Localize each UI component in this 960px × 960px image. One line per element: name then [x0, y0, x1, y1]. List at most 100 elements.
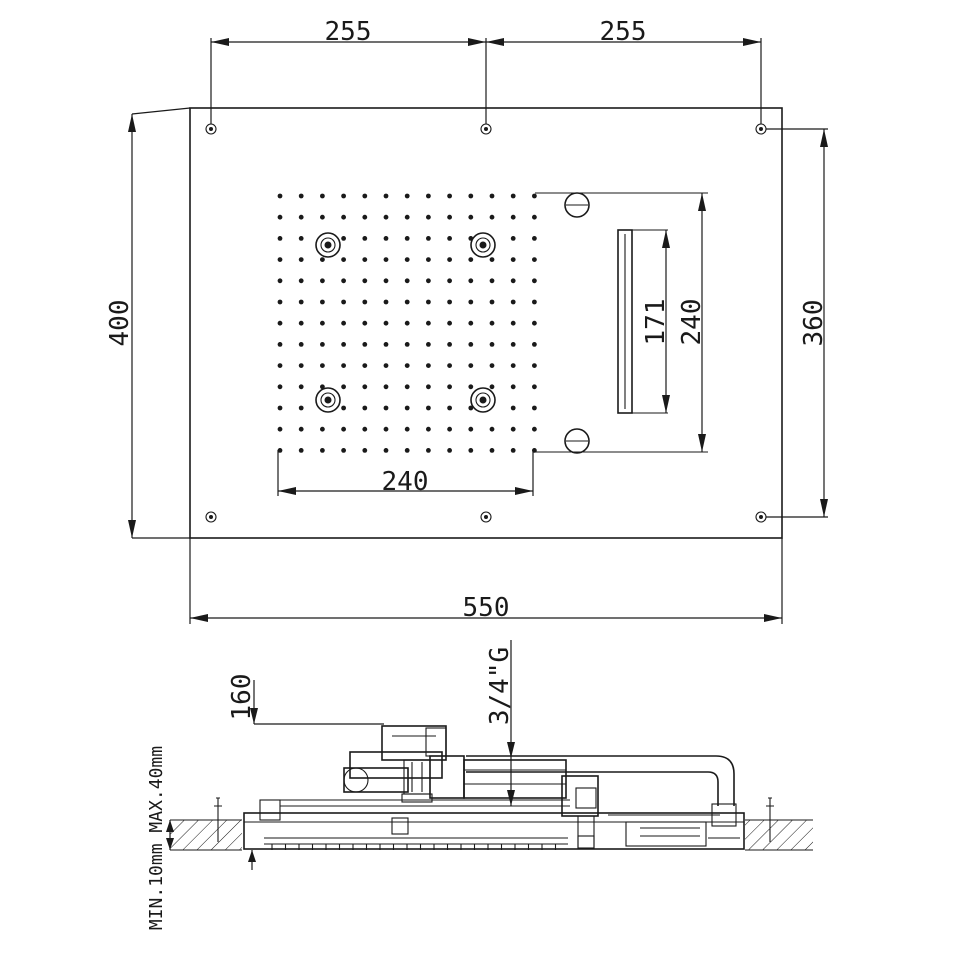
nozzle-dot: [532, 236, 537, 241]
dim-label-side-offset: 160: [227, 674, 257, 721]
nozzle-dot: [426, 405, 431, 411]
nozzle-dot: [383, 214, 389, 220]
nozzle-dot: [447, 405, 452, 411]
nozzle-dot: [320, 320, 325, 326]
nozzle-dot: [468, 193, 474, 199]
nozzle-dot: [277, 448, 283, 453]
nozzle-dot: [404, 405, 410, 411]
mounting-hole: [480, 123, 492, 135]
nozzle-dot: [298, 405, 304, 411]
nozzle-dot: [489, 426, 495, 432]
nozzle-dot: [277, 278, 283, 284]
dim-label-panel-height: 240: [677, 299, 707, 346]
mounting-hole: [480, 511, 492, 523]
side-view: 3/4"G 160 MIN.10mm MAX.40mm: [146, 640, 813, 930]
dim-label-slot-height: 171: [641, 299, 671, 346]
nozzle-dot: [447, 257, 452, 262]
dimension-ceiling-range: MIN.10mm MAX.40mm: [146, 746, 256, 930]
nozzle-dot: [383, 278, 389, 284]
nozzle-dot: [510, 342, 516, 347]
nozzle-dot: [298, 236, 304, 241]
dim-label-top-left: 255: [325, 17, 372, 47]
nozzle-dot: [447, 236, 452, 241]
nozzle-dot: [426, 342, 431, 347]
nozzle-dot: [510, 426, 516, 432]
nozzle-dot: [341, 448, 346, 453]
nozzle-dot: [277, 257, 283, 262]
nozzle-grid: [277, 193, 537, 453]
nozzle-dot: [341, 257, 346, 262]
nozzle-dot: [277, 363, 283, 368]
nozzle-dot: [362, 405, 368, 411]
nozzle-dot: [298, 320, 304, 326]
dimension-hole-spacing: 360: [766, 128, 829, 518]
nozzle-dot: [383, 405, 389, 411]
dim-label-hole-spacing: 360: [799, 300, 829, 347]
nozzle-dot: [362, 448, 368, 453]
nozzle-dot: [404, 384, 410, 390]
dimension-top-spacing: 255 255: [210, 17, 762, 124]
nozzle-dot: [298, 342, 304, 347]
nozzle-dot: [362, 214, 368, 220]
nozzle-dot: [298, 448, 304, 453]
nozzle-dot: [426, 214, 431, 220]
nozzle-dot: [532, 193, 537, 199]
nozzle-dot: [510, 257, 516, 262]
nozzle-dot: [320, 257, 325, 262]
nozzle-dot: [532, 257, 537, 262]
nozzle-dot: [404, 193, 410, 199]
nozzle-dot: [277, 405, 283, 411]
waterfall-section: [535, 192, 708, 454]
top-view: 255 255 400 360 240: [105, 17, 829, 624]
nozzle-dot: [426, 278, 431, 284]
nozzle-dot: [510, 236, 516, 241]
nozzle-dot: [320, 214, 325, 220]
nozzle-dot: [468, 405, 474, 411]
nozzle-dot: [383, 448, 389, 453]
nozzle-dot: [468, 320, 474, 326]
nozzle-dot: [489, 299, 495, 305]
nozzle-dot: [404, 342, 410, 347]
nozzle-dot: [362, 278, 368, 284]
nozzle-dot: [489, 193, 495, 199]
nozzle-dot: [277, 236, 283, 241]
nozzle-dot: [383, 257, 389, 262]
dimension-overall-width: 550: [189, 538, 783, 624]
ceiling-hooks: [214, 797, 774, 842]
nozzle-dot: [298, 278, 304, 284]
nozzle-dot: [341, 214, 346, 220]
nozzle-dot: [404, 236, 410, 241]
dimension-grid-width: 240: [277, 450, 534, 497]
mounting-hole: [755, 511, 767, 523]
nozzle-dot: [320, 363, 325, 368]
nozzle-dot: [298, 299, 304, 305]
nozzle-dot: [447, 299, 452, 305]
dimension-panel-height: 240: [677, 193, 707, 452]
waterfall-screw: [564, 192, 590, 218]
nozzle-dot: [320, 448, 325, 453]
nozzle-dot: [532, 278, 537, 284]
nozzle-dot: [468, 299, 474, 305]
nozzle-dot: [404, 214, 410, 220]
dimension-slot-height: 171: [641, 230, 671, 413]
nozzle-dot: [298, 193, 304, 199]
nozzle-dot: [532, 384, 537, 390]
nozzle-dot: [489, 320, 495, 326]
nozzle-dot: [426, 448, 431, 453]
nozzle-dot: [510, 363, 516, 368]
nozzle-dot: [341, 363, 346, 368]
valve-body: [343, 725, 599, 849]
dim-label-top-right: 255: [600, 17, 647, 47]
nozzle-dot: [362, 236, 368, 241]
nozzle-dot: [510, 320, 516, 326]
nozzle-dot: [489, 257, 495, 262]
dim-label-ceiling-range: MIN.10mm MAX.40mm: [146, 746, 167, 930]
nozzle-dot: [277, 426, 283, 432]
nozzle-dot: [320, 278, 325, 284]
nozzle-dot: [447, 320, 452, 326]
waterfall-slot: [617, 229, 633, 414]
nozzle-dot: [341, 342, 346, 347]
nozzle-dot: [404, 299, 410, 305]
nozzle-dot: [362, 426, 368, 432]
